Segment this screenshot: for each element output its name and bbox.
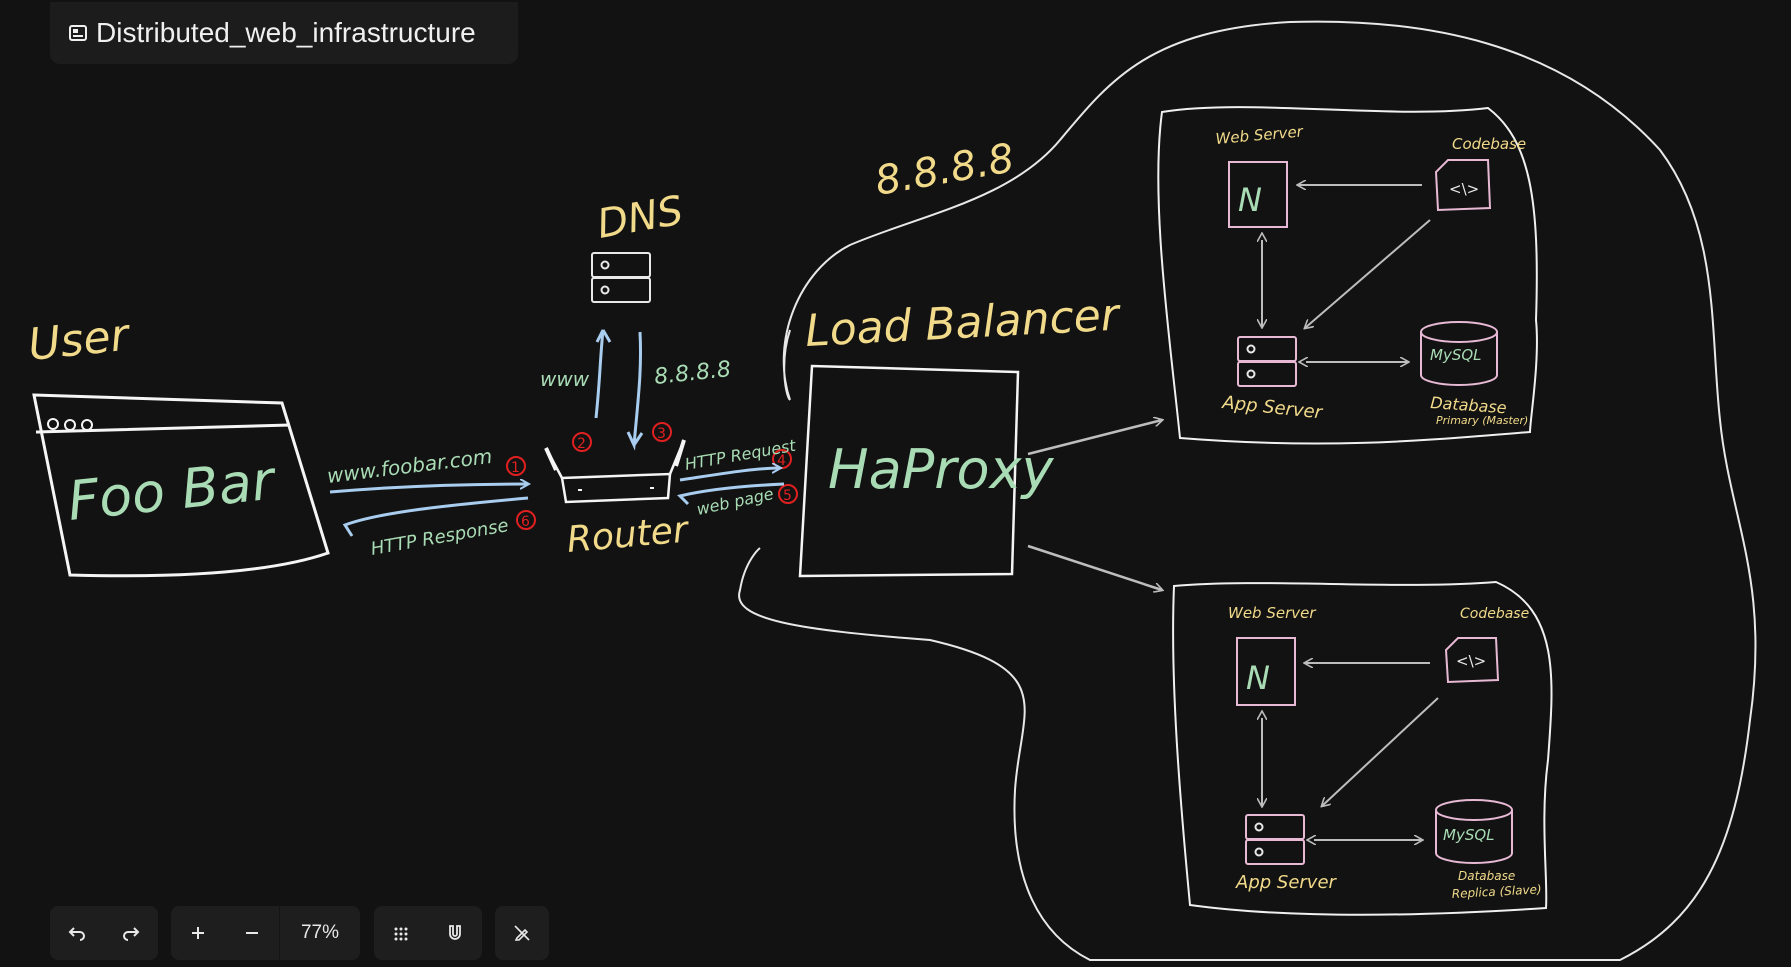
browser-dot (64, 419, 76, 431)
svg-text:2: 2 (577, 436, 586, 452)
zoom-in-button[interactable] (171, 906, 225, 960)
server-1-codebase-to-app-arrow (1305, 219, 1431, 328)
server-1-codebase-label: Codebase (1452, 135, 1526, 153)
server-2-db-icon (1435, 799, 1513, 864)
http-request-arrow (679, 468, 780, 482)
server-2-app-icon (1245, 814, 1305, 865)
svg-text:3: 3 (657, 426, 666, 442)
redo-button[interactable] (104, 906, 158, 960)
zoom-out-button[interactable] (225, 906, 279, 960)
minus-icon (246, 932, 258, 934)
svg-text:6: 6 (521, 514, 530, 530)
server-2: Web Server Codebase N <\> App Server MyS… (1172, 580, 1553, 916)
zoom-level[interactable]: 77% (300, 922, 340, 943)
step-badge-5: 5 (778, 484, 798, 504)
web-page-arrow (677, 482, 785, 506)
step-badge-3: 3 (652, 422, 672, 442)
dns-query-arrow (594, 329, 612, 419)
step-badge-1: 1 (506, 456, 526, 476)
dns-server-icon (591, 252, 651, 303)
server-1-web-label: Web Server (1215, 122, 1305, 148)
redo-icon (123, 927, 140, 941)
snap-toggle-button[interactable] (428, 906, 482, 960)
dns-ip-label: 8.8.8.8 (653, 357, 732, 390)
lb-to-server2-arrow (1027, 544, 1162, 590)
svg-text:5: 5 (783, 488, 792, 504)
www-label: www (540, 367, 590, 391)
server-1-code-label: <\> (1449, 180, 1479, 198)
magnet-icon (449, 925, 461, 940)
server-1-outline (1157, 106, 1538, 445)
toolbar-divider (279, 906, 280, 960)
server-1-codebase-icon (1434, 159, 1492, 212)
server-2-app-label: App Server (1235, 872, 1338, 893)
server-2-codebase-icon (1444, 637, 1500, 684)
zoom-toolbar: 77% (171, 906, 360, 960)
router-icon (544, 439, 686, 504)
server-2-nginx-label: N (1246, 659, 1270, 697)
browser-dot (81, 419, 93, 431)
lb-to-server1-arrow (1027, 420, 1162, 456)
svg-text:1: 1 (511, 460, 520, 476)
server-1-db-role: Primary (Master) (1436, 414, 1528, 427)
server-2-mysql-label: MySQL (1443, 826, 1495, 844)
browser-window (32, 393, 330, 578)
canvas-toolbar (374, 906, 482, 960)
edit-toolbar (495, 906, 549, 960)
server-2-code-label: <\> (1456, 652, 1486, 670)
step-badge-6: 6 (516, 510, 536, 530)
web-page-label: web page (695, 484, 776, 519)
pen-off-icon (514, 925, 530, 941)
haproxy-box (798, 364, 1020, 578)
server-1-nginx-icon (1228, 161, 1288, 228)
server-2-outline (1172, 580, 1553, 916)
user-label: User (26, 309, 134, 371)
request-arrow (329, 484, 528, 494)
server-2-nginx-icon (1236, 637, 1296, 706)
dns-answer-arrow (626, 331, 644, 451)
svg-text:4: 4 (777, 453, 786, 469)
server-1-mysql-label: MySQL (1430, 346, 1482, 364)
load-balancer-label: Load Balancer (804, 289, 1123, 357)
dns-label: DNS (594, 188, 687, 248)
server-1: Web Server Codebase N <\> App Server MyS… (1157, 106, 1538, 445)
step-badge-2: 2 (572, 432, 592, 452)
server-2-db-role: Replica (Slave) (1451, 882, 1542, 901)
grid-icon (394, 927, 408, 941)
server-2-codebase-label: Codebase (1460, 606, 1529, 622)
server-1-app-label: App Server (1220, 392, 1324, 424)
server-1-db-icon (1420, 321, 1498, 386)
undo-button[interactable] (50, 906, 104, 960)
document-title-bar[interactable]: Distributed_web_infrastructure (50, 2, 518, 64)
server-2-db-label: Database (1458, 869, 1515, 883)
server-1-app-icon (1237, 336, 1297, 387)
document-title: Distributed_web_infrastructure (96, 17, 476, 48)
undo-icon (68, 927, 85, 941)
browser-dot (47, 418, 59, 430)
haproxy-label: HaProxy (828, 438, 1054, 501)
request-url-label: www.foobar.com (326, 444, 494, 488)
pen-off-button[interactable] (495, 906, 549, 960)
lb-ip-label: 8.8.8.8 (872, 135, 1018, 205)
response-arrow (342, 496, 529, 537)
router-label: Router (565, 509, 691, 561)
history-toolbar (50, 906, 158, 960)
server-2-codebase-to-app-arrow (1322, 697, 1439, 806)
http-response-label: HTTP Response (369, 515, 510, 560)
plus-icon (192, 927, 204, 939)
browser-label: Foo Bar (65, 448, 280, 533)
cloud-outline (738, 20, 1757, 961)
document-icon (68, 23, 88, 43)
server-1-nginx-label: N (1238, 181, 1262, 219)
server-2-web-label: Web Server (1228, 604, 1316, 622)
grid-toggle-button[interactable] (374, 906, 428, 960)
